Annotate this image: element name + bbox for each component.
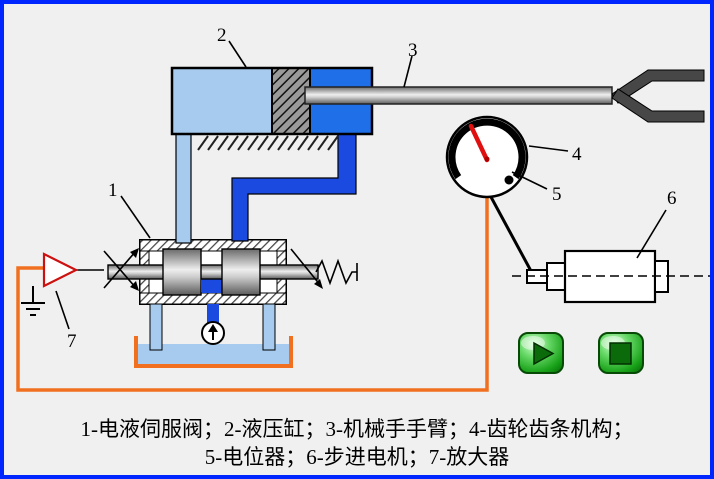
amplifier-triangle: [42, 252, 79, 288]
manipulator-arm: [304, 69, 705, 123]
leader-lines: [55, 40, 667, 330]
ground-icon: [21, 286, 45, 316]
label-4: 4: [572, 144, 582, 165]
play-icon: [533, 341, 555, 366]
spool-shaft: [107, 264, 319, 280]
resistance-track: [448, 118, 526, 180]
leader-7: [55, 290, 70, 330]
return-line-left: [149, 303, 163, 351]
spring-right: [290, 248, 358, 289]
stop-icon: [609, 342, 632, 365]
leader-2: [228, 40, 247, 68]
play-button[interactable]: [518, 332, 564, 374]
label-2: 2: [217, 25, 227, 46]
tank-outline: [134, 336, 293, 368]
leader-4: [528, 145, 569, 152]
piston-rod: [304, 86, 613, 105]
amplifier: [21, 252, 104, 316]
gripper-lower-finger: [611, 88, 705, 123]
return-line-right: [262, 303, 276, 351]
needle-pivot: [484, 156, 490, 162]
label-6: 6: [667, 188, 677, 209]
caption-line-2: 5-电位器；6-步进电机；7-放大器: [205, 445, 509, 469]
leader-6: [636, 209, 667, 259]
label-5: 5: [552, 184, 562, 205]
mount-hatching: [197, 135, 339, 151]
leader-5: [511, 171, 548, 190]
caption-line-1: 1-电液伺服阀；2-液压缸；3-机械手手臂；4-齿轮齿条机构；: [81, 417, 634, 441]
label-3: 3: [408, 40, 418, 61]
oil-tank: [134, 336, 293, 368]
spool-land-left: [162, 248, 202, 296]
label-1: 1: [108, 180, 118, 201]
chamber-left: [172, 68, 272, 134]
needle: [468, 123, 490, 163]
wiper-contact: [504, 175, 514, 185]
leader-3: [403, 55, 413, 88]
feedback-wire: [16, 198, 489, 392]
pump: [201, 321, 225, 345]
tank-fluid: [138, 344, 289, 365]
leader-1: [120, 195, 151, 239]
solenoid-arrows-left: [103, 248, 139, 291]
stop-button[interactable]: [598, 332, 644, 374]
pipe-left: [175, 132, 192, 244]
valve-spool: [107, 248, 319, 296]
stepper-motor: [512, 249, 711, 304]
gripper-upper-finger: [611, 69, 705, 104]
label-7: 7: [67, 331, 77, 352]
gear-potentiometer-dial: [445, 115, 529, 199]
spool-land-right: [221, 248, 261, 296]
potentiometer-link: [489, 196, 533, 272]
pipe-right: [231, 132, 357, 242]
pump-line: [207, 304, 219, 323]
